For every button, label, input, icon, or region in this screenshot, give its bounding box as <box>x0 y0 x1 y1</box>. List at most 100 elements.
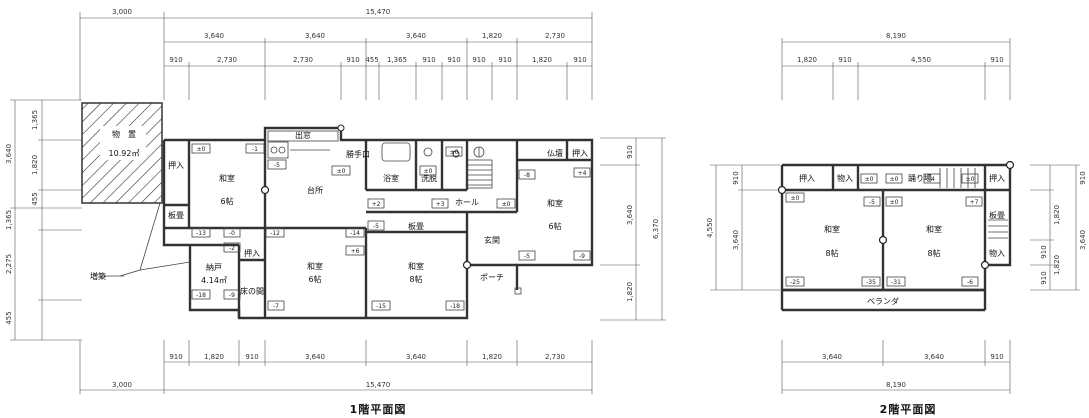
f2-dim-left-1: 4,550 <box>706 218 714 238</box>
svg-text:±0: ±0 <box>337 168 346 175</box>
room-f2-oshiire-1: 押入 <box>799 173 815 183</box>
f1-dim-bottom-inner-0: 910 <box>169 353 182 361</box>
f1-dim-bottom-outer-1: 15,470 <box>366 381 391 389</box>
floor2-title: 2階平面図 <box>880 402 937 416</box>
f1-dim-bottom-inner-3: 3,640 <box>305 353 325 361</box>
room-f1-butsudan: 仏壇 <box>547 148 563 158</box>
room-f1-hall: ホール <box>455 198 479 207</box>
f2-dim-bottom-inner-1: 3,640 <box>924 353 944 361</box>
f1-level-13: +6 <box>345 245 365 256</box>
room-f1-oshiire-1: 押入 <box>168 160 184 170</box>
f2-level-9: -35 <box>861 276 881 287</box>
f1-dim-top-inner-6: 910 <box>422 56 435 64</box>
f1-dim-top-inner-10: 1,820 <box>532 56 552 64</box>
floor2-stairs <box>939 168 1008 239</box>
f2-level-6: ±0 <box>885 196 903 207</box>
room-f2-veranda: ベランダ <box>867 296 899 306</box>
f2-dim-right-4: 910 <box>1040 271 1048 284</box>
svg-text:-9: -9 <box>579 253 585 260</box>
f2-level-7: +7 <box>965 196 983 207</box>
svg-text:-5: -5 <box>524 253 530 260</box>
svg-text:-12: -12 <box>270 230 280 237</box>
room-storage: 物 置 <box>112 129 136 139</box>
f1-dim-top-inner-8: 910 <box>472 56 485 64</box>
f1-dim-top-inner-3: 910 <box>346 56 359 64</box>
svg-text:-14: -14 <box>350 230 360 237</box>
f1-dim-right-2: 6,370 <box>652 219 660 239</box>
f1-level-5: +2 <box>367 198 385 209</box>
f2-dim-left-2: 3,640 <box>732 230 740 250</box>
f1-level-21: -18 <box>445 300 465 311</box>
room-f2-mono-1: 物入 <box>837 173 853 183</box>
svg-text:-13: -13 <box>196 230 206 237</box>
f1-dim-left-0: 3,640 <box>5 144 13 164</box>
room-f2-washitsu-1: 和室 <box>824 224 840 234</box>
svg-text:-8: -8 <box>524 172 530 179</box>
f1-dim-left-2: 1,820 <box>31 155 39 175</box>
f2-dim-bottom-inner-2: 910 <box>990 353 1003 361</box>
svg-text:±0: ±0 <box>865 176 874 183</box>
room-f1-washitsu-4: 和室 <box>408 261 424 271</box>
room-f1-yokushitsu: 浴室 <box>383 173 399 183</box>
f1-level-23: ±0 <box>445 146 463 157</box>
floor1-left-dimensions: 3,640 1,365 1,820 455 1,365 2,275 455 <box>5 99 82 341</box>
svg-text:-1: -1 <box>252 146 258 153</box>
floor2-plan: 8,190 1,820 910 4,550 910 910 4,550 3,64… <box>706 32 1087 416</box>
f1-dim-bottom-inner-2: 910 <box>245 353 258 361</box>
f1-dim-top-inner-7: 910 <box>447 56 460 64</box>
f1-dim-bottom-inner-6: 2,730 <box>545 353 565 361</box>
f1-level-22: -8 <box>518 169 536 180</box>
room-f2-mono-2: 物入 <box>989 248 1005 258</box>
floor2-walls <box>780 163 1012 312</box>
f1-dim-bottom-outer-0: 3,000 <box>112 381 132 389</box>
svg-text:-9: -9 <box>229 292 235 299</box>
svg-text:±0: ±0 <box>966 176 975 183</box>
f1-dim-top-outer-1: 15,470 <box>366 8 391 16</box>
f1-level-10: -12 <box>265 227 285 238</box>
svg-text:±0: ±0 <box>424 168 433 175</box>
floor1-bottom-dimensions: 910 1,820 910 3,640 3,640 1,820 2,730 3,… <box>79 340 593 394</box>
svg-text:+7: +7 <box>970 199 979 206</box>
room-f1-senmen: 洗脱 <box>421 173 437 183</box>
room-f1-oshiire-2: 押入 <box>572 148 588 158</box>
f1-level-2: -5 <box>267 159 287 170</box>
f1-level-0: ±0 <box>191 143 211 154</box>
room-f1-washitsu-1-size: 6帖 <box>220 196 233 206</box>
f2-dim-top-inner-2: 4,550 <box>911 56 931 64</box>
f2-dim-right-1: 1,820 <box>1053 205 1061 225</box>
f1-level-19: -7 <box>267 300 285 311</box>
floor2-columns <box>777 160 1015 270</box>
f1-dim-left-3: 455 <box>31 192 39 205</box>
f2-dim-top-inner-3: 910 <box>990 56 1003 64</box>
f2-level-1: ±0 <box>860 173 878 184</box>
svg-text:-4: -4 <box>929 176 935 183</box>
floor1-stairs <box>466 159 493 189</box>
room-f1-washitsu-2: 和室 <box>547 198 563 208</box>
room-f1-tokonoma: 床の間 <box>240 286 264 296</box>
svg-text:-35: -35 <box>866 279 876 286</box>
svg-text:+6: +6 <box>351 248 360 255</box>
f2-level-2: ±0 <box>885 173 903 184</box>
f1-dim-top-outer-0: 3,000 <box>112 8 132 16</box>
f1-level-7: ±0 <box>496 198 516 209</box>
room-f1-genkan: 玄関 <box>484 235 500 245</box>
f1-dim-top-mid-2: 3,640 <box>406 32 426 40</box>
floor1-columns <box>260 124 472 270</box>
f1-level-1: -1 <box>245 143 265 154</box>
room-f2-oshiire-2: 押入 <box>989 173 1005 183</box>
svg-text:-25: -25 <box>790 279 800 286</box>
svg-text:-6: -6 <box>967 279 973 286</box>
room-f2-odoriba: 踊り場 <box>908 173 932 183</box>
f1-level-14: -5 <box>518 250 536 261</box>
f1-dim-bottom-inner-1: 1,820 <box>204 353 224 361</box>
f2-dim-top-inner-0: 1,820 <box>797 56 817 64</box>
f1-level-12: -5 <box>367 220 385 231</box>
room-storage-area: 10.92㎡ <box>109 149 140 158</box>
svg-text:±0: ±0 <box>197 146 206 153</box>
f1-level-15: -9 <box>573 250 591 261</box>
f2-level-10: -31 <box>886 276 906 287</box>
f1-dim-right-0: 910 <box>626 145 634 158</box>
floor2-top-dimensions: 8,190 1,820 910 4,550 910 <box>781 32 1011 100</box>
f2-dim-right-3: 1,820 <box>1053 255 1061 275</box>
